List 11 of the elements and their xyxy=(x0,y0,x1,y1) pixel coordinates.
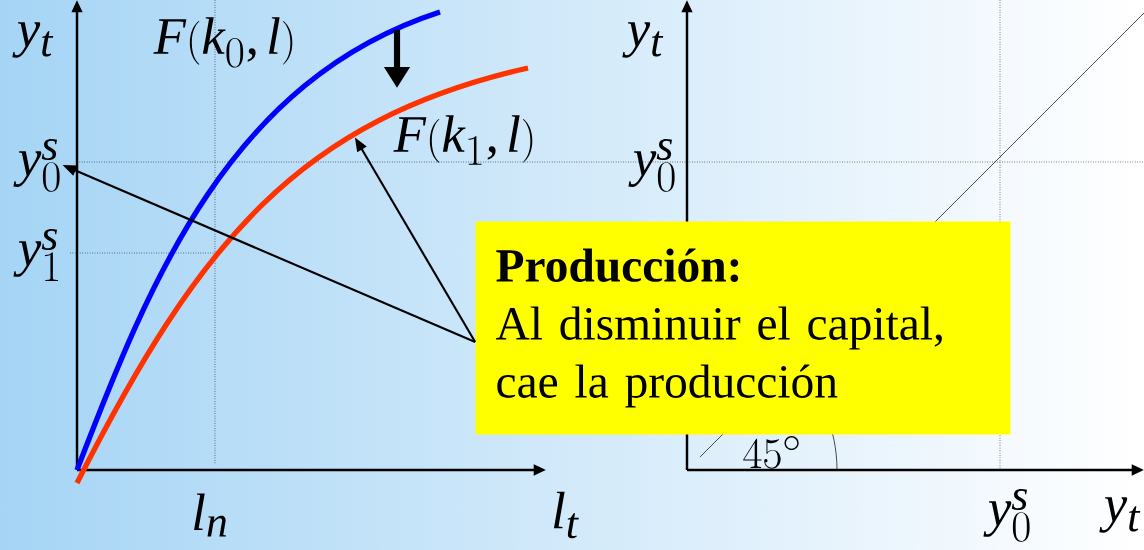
axis-label: $y_t$ xyxy=(12,22,54,58)
axis-label: $y_t$ xyxy=(1099,497,1141,533)
curve-label: $F(k_1,l)$ xyxy=(393,115,533,165)
axis-label: $y_t$ xyxy=(622,22,664,58)
tick-label: $y_0^s$ xyxy=(628,138,675,192)
axis-label: $l_t$ xyxy=(553,491,579,539)
curve-label: $F(k_0,l)$ xyxy=(153,17,293,68)
tick-label: $y_1^s$ xyxy=(13,228,59,282)
tick-label: $y_0^s$ xyxy=(13,138,60,192)
tick-label: $y_0^s$ xyxy=(983,488,1030,542)
note-box: Producción: Al disminuir el capital, cae la producción xyxy=(475,221,1011,435)
